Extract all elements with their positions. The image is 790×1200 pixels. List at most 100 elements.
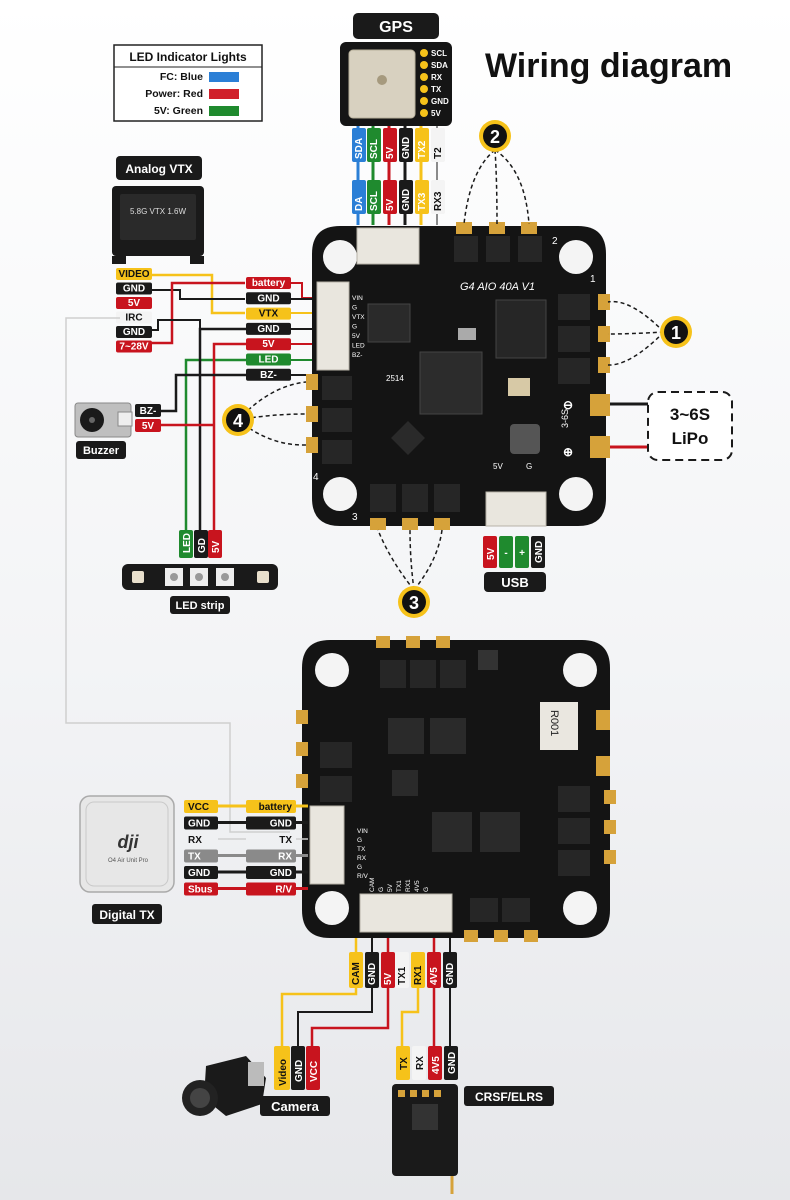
- svg-text:⊕: ⊕: [563, 445, 573, 459]
- callout-4: 4: [233, 411, 243, 431]
- led-strip-pin-5v: 5V: [211, 540, 222, 553]
- cam-conn-4: RX1: [413, 965, 424, 985]
- fc-board-top: G4 AIO 40A V1 2514 3-6S 5V G 2 1 4 3 ⊖ ⊕: [306, 222, 610, 530]
- gps-wire-top-3: GND: [401, 137, 412, 159]
- vtx-pin-tags: VIDEO GND 5V IRC GND 7~28V: [116, 268, 152, 353]
- vtx-label: Analog VTX: [125, 162, 192, 176]
- vtx-pin-3: IRC: [125, 313, 142, 324]
- fc-top-corner-1: 1: [590, 274, 596, 285]
- gps-wire-top-2: 5V: [385, 146, 396, 159]
- cam-conn-1: GND: [367, 963, 378, 985]
- gps-pin-dot: [420, 73, 428, 81]
- dtx-right-pin-5-bg: [246, 882, 296, 896]
- fc-conn-5: LED: [259, 355, 279, 366]
- led-strip-label: LED strip: [176, 600, 225, 612]
- led-buzzer-wires: [160, 327, 248, 534]
- fc-top-pin-5: LED: [352, 343, 365, 350]
- cam-conn-4-bg: [411, 952, 425, 988]
- fc-conn-3: GND: [257, 324, 279, 335]
- fc-top-batt-label: 3-6S: [560, 409, 570, 428]
- gps-pin-2: RX: [431, 73, 443, 82]
- fc-bottom-bottom-pin-3: TX1: [396, 880, 403, 892]
- rx-pin-rx: RX: [415, 1056, 426, 1070]
- fc-conn-0: battery: [252, 278, 286, 289]
- fc-conn-6-bg: [246, 368, 291, 381]
- gps-pin-dot: [420, 85, 428, 93]
- dtx-left-pin-4: GND: [188, 868, 210, 879]
- vtx-pin-1: GND: [123, 284, 145, 295]
- vtx-pin-4: GND: [123, 327, 145, 338]
- vtx-pin-5: 7~28V: [119, 342, 149, 353]
- vtx-pin-0: VIDEO: [118, 269, 149, 280]
- vtx-pin-1-bg: [116, 282, 152, 295]
- fc-bottom-side-pin-4: G: [357, 864, 362, 871]
- fc-conn-3-bg: [246, 322, 291, 335]
- buzzer: BZ- 5V Buzzer: [74, 402, 161, 459]
- legend-label-5v: 5V: Green: [154, 105, 203, 117]
- gps-label: GPS: [379, 19, 413, 36]
- rx-label: CRSF/ELRS: [475, 1090, 543, 1104]
- rx-pin-4v5: 4V5: [431, 1056, 442, 1074]
- buzzer-pin-bz: BZ-: [140, 406, 157, 417]
- cam-conn-3: TX1: [397, 966, 408, 985]
- gps-wire-top-4-bg: [415, 128, 429, 162]
- vtx-pin-2: 5V: [128, 298, 141, 309]
- cam-conn-5: 4V5: [429, 967, 440, 985]
- gps-pin-5: 5V: [431, 109, 441, 118]
- gps-wire-top-5: T2: [433, 147, 444, 159]
- legend-swatch-green: [209, 106, 239, 116]
- gps-wire-bottom-0-bg: [352, 180, 366, 214]
- gps-wire-top-3-bg: [399, 128, 413, 162]
- led-legend: LED Indicator Lights FC: Blue Power: Red…: [113, 44, 263, 122]
- gps-wire-bottom-4: TX3: [417, 192, 428, 211]
- gps-wire-top-4: TX2: [417, 140, 428, 159]
- usb-label: USB: [501, 575, 528, 590]
- fc-top-usb-5v: 5V: [493, 462, 503, 471]
- fc-conn-0-bg: [246, 277, 291, 289]
- gps-wire-top-1-bg: [367, 128, 381, 162]
- gps-pin-dot: [420, 109, 428, 117]
- fc-bottom-side-pin-5: R/V: [357, 873, 369, 880]
- legend-swatch-red: [209, 89, 239, 99]
- rx-pin-tx: TX: [399, 1057, 410, 1070]
- fc-top-pin-4: 5V: [352, 333, 361, 340]
- dtx-left-pin-3: TX: [188, 852, 201, 863]
- callout-badges: 2 1 4 3: [222, 120, 692, 618]
- callout-3: 3: [409, 593, 419, 613]
- gps-pin-1: SDA: [431, 61, 448, 70]
- fc-bottom-bottom-pin-2: 5V: [387, 883, 394, 892]
- cam-conn-0: CAM: [351, 962, 362, 985]
- fc-bottom-side-pin-2: TX: [357, 846, 366, 853]
- callout-2: 2: [490, 127, 500, 147]
- dtx-left-pin-0-bg: [184, 800, 218, 813]
- vtx-pin-2-bg: [116, 297, 152, 309]
- gps-wire-bottom-4-bg: [415, 180, 429, 214]
- fc-conn-2: VTX: [259, 309, 279, 320]
- dtx-left-pin-5-bg: [184, 882, 218, 896]
- cam-conn-5-bg: [427, 952, 441, 988]
- gps-wire-top-0: SDA: [354, 138, 365, 159]
- fc-board-bottom: R001: [296, 636, 616, 942]
- fc-bottom-side-pin-0: VIN: [357, 828, 368, 835]
- gps-wire-bottom-3: GND: [401, 189, 412, 211]
- gps-wire-top-1: SCL: [369, 139, 380, 159]
- usb-pin-plus: +: [519, 548, 525, 559]
- gps-pin-0: SCL: [431, 49, 447, 58]
- lipo-line2: LiPo: [672, 429, 709, 448]
- vtx-pin-0-bg: [116, 268, 152, 280]
- fc-conn-1-bg: [246, 292, 291, 305]
- dtx-right-pin-1: GND: [270, 819, 292, 830]
- cam-conn-6: GND: [445, 963, 456, 985]
- gps-pin-dot: [420, 49, 428, 57]
- dtx-left-pin-4-bg: [184, 866, 218, 879]
- buzzer-pin-5v: 5V: [142, 421, 155, 432]
- gps-pin-3: TX: [431, 85, 442, 94]
- fc-top-pin-6: BZ-: [352, 352, 362, 359]
- callout-1: 1: [671, 323, 681, 343]
